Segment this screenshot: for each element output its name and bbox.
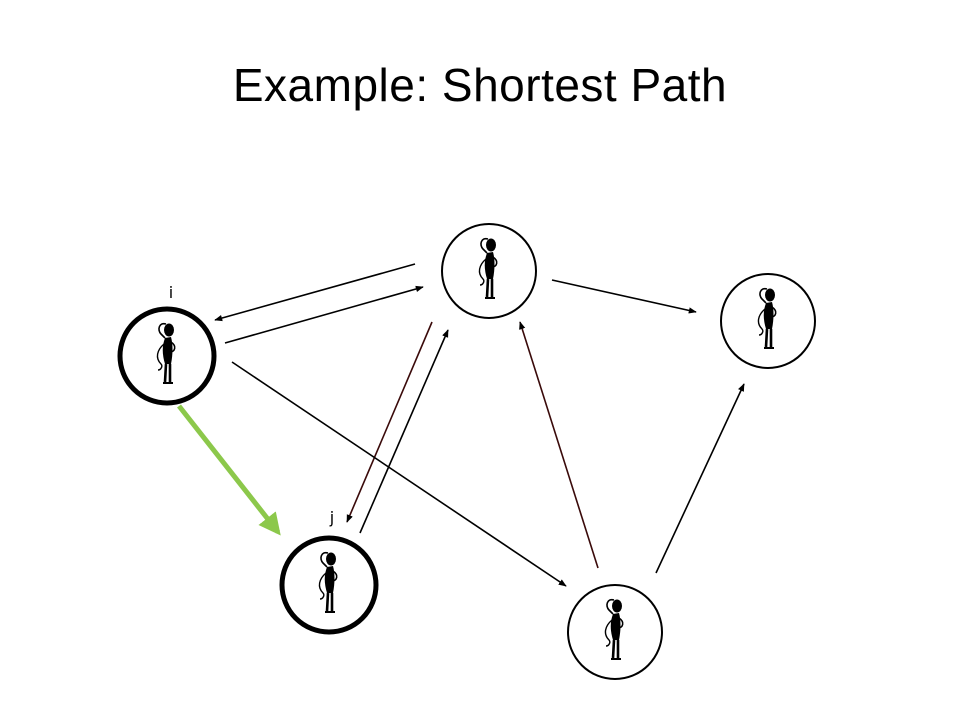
edge-i-to-j-highlight [177,404,281,536]
node-j [279,535,379,635]
edge-top-to-j [346,321,433,523]
edge-top-to-right [551,279,697,314]
edge-bottom-to-right [655,383,745,574]
label-j: j [329,508,334,527]
edges [177,263,745,587]
node-top [441,223,537,319]
node-i [117,306,217,406]
node-right [720,273,816,369]
edge-i-to-top [224,285,424,344]
label-i: i [169,283,173,302]
slide-title: Example: Shortest Path [232,59,728,111]
edge-i-to-bottom [231,361,567,587]
edge-top-to-i [214,263,416,322]
edge-bottom-to-top [519,321,599,569]
node-bottom [567,584,663,680]
edge-j-to-top [359,329,449,534]
